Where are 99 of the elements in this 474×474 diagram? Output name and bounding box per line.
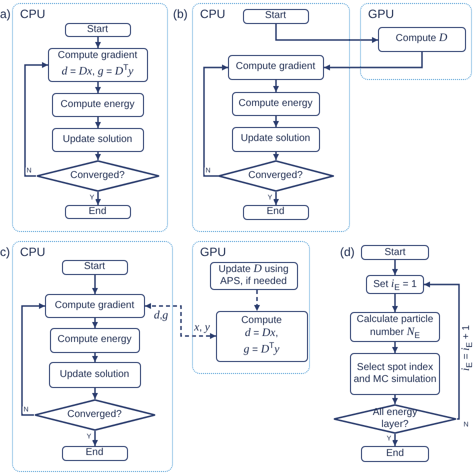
step-label: Start xyxy=(384,246,406,258)
panel-heading: GPU xyxy=(368,7,394,21)
arrow xyxy=(92,388,98,399)
panel-label: c) xyxy=(0,245,10,259)
arrow xyxy=(24,62,48,177)
step-label: Calculate particle number N$_{E}$ xyxy=(356,314,434,340)
arrow xyxy=(324,52,423,70)
arrow xyxy=(95,117,101,128)
panel-label: a) xyxy=(0,7,11,21)
process-box xyxy=(378,26,466,52)
arrow xyxy=(392,434,398,446)
panel-frame xyxy=(192,3,350,232)
process-box xyxy=(350,312,440,342)
arrow xyxy=(145,303,216,339)
step-label: Start xyxy=(86,24,108,36)
arrow xyxy=(392,342,398,353)
step-label: Compute gradient xyxy=(236,61,316,73)
step-label: Converged? xyxy=(248,170,303,182)
step-label: End xyxy=(88,206,106,218)
process-box xyxy=(361,245,429,260)
arrow xyxy=(392,260,398,275)
process-box xyxy=(44,294,144,318)
step-label: Converged? xyxy=(67,408,122,420)
panel-label: (d) xyxy=(340,245,355,259)
process-box xyxy=(64,22,130,36)
process-box xyxy=(210,262,298,290)
arrow xyxy=(95,192,101,205)
step-label: Select spot index and MC simulation xyxy=(352,362,438,386)
arrow xyxy=(95,37,101,48)
step-label: d = Dx, g = D$^{T}$y xyxy=(62,62,134,80)
arrow xyxy=(275,24,378,43)
step-label: End xyxy=(266,206,284,218)
arrow xyxy=(273,152,279,160)
process-box xyxy=(62,446,128,460)
arrow xyxy=(21,303,45,416)
arrow xyxy=(92,318,98,328)
process-box xyxy=(64,204,130,218)
decision-diamond xyxy=(34,398,156,430)
arrow xyxy=(273,192,279,205)
arrow xyxy=(392,395,398,404)
arrow xyxy=(95,82,101,93)
arrow xyxy=(203,64,228,177)
step-label: Compute energy xyxy=(238,98,312,110)
edge-label: d,g xyxy=(152,310,170,322)
panel-heading: GPU xyxy=(200,245,226,259)
process-box xyxy=(52,128,144,152)
decision-diamond xyxy=(218,160,334,192)
arrow xyxy=(92,431,98,446)
panel-frame xyxy=(12,3,168,232)
step-label: Start xyxy=(84,261,106,273)
step-label: Update solution xyxy=(240,133,310,145)
arrow xyxy=(92,353,98,362)
step-label: Update solution xyxy=(62,134,132,146)
process-box xyxy=(48,362,140,388)
process-box xyxy=(361,446,429,462)
step-label: Set i$_{E}$ = 1 xyxy=(373,278,417,292)
process-box xyxy=(48,48,148,82)
process-box xyxy=(62,260,128,274)
panel-heading: CPU xyxy=(20,7,46,21)
arrow xyxy=(392,294,398,312)
step-label: Compute D xyxy=(396,32,448,46)
panel-label: (b) xyxy=(173,7,188,21)
process-box xyxy=(50,328,140,352)
step-label: Compute energy xyxy=(60,98,134,110)
step-label: End xyxy=(386,448,404,460)
process-box xyxy=(366,275,424,294)
process-box xyxy=(242,8,308,24)
branch-label: x, y xyxy=(194,322,210,334)
decision-diamond xyxy=(36,160,160,192)
process-box xyxy=(350,353,440,395)
process-box xyxy=(232,126,320,152)
panel-frame xyxy=(12,241,173,472)
panel-frame xyxy=(360,3,472,80)
step-label: End xyxy=(86,447,104,459)
step-label: Start xyxy=(264,10,286,22)
step-label: Update D using APS, if needed xyxy=(217,262,290,288)
arrow xyxy=(254,290,260,311)
process-box xyxy=(228,54,324,80)
panel-heading: CPU xyxy=(20,245,46,259)
process-box xyxy=(232,92,320,116)
process-box xyxy=(52,92,144,116)
step-label: d = Dx, g = D$^{T}$y xyxy=(242,326,280,358)
panel-frame xyxy=(192,241,310,374)
process-box xyxy=(216,310,308,362)
arrow xyxy=(92,275,98,294)
step-label: Compute gradient xyxy=(58,50,138,62)
step-label: Converged? xyxy=(70,170,125,182)
step-label: Compute gradient xyxy=(54,300,134,312)
panel-heading: CPU xyxy=(200,7,226,21)
process-box xyxy=(242,204,308,220)
step-label: All energy layer? xyxy=(372,407,418,431)
arrow xyxy=(424,282,460,420)
decision-diamond xyxy=(333,404,457,434)
arrow xyxy=(273,80,279,92)
arrow xyxy=(95,152,101,160)
step-label: Compute xyxy=(241,314,282,327)
step-label: Update solution xyxy=(60,368,130,380)
step-label: Compute energy xyxy=(58,334,132,346)
arrow xyxy=(273,116,279,127)
